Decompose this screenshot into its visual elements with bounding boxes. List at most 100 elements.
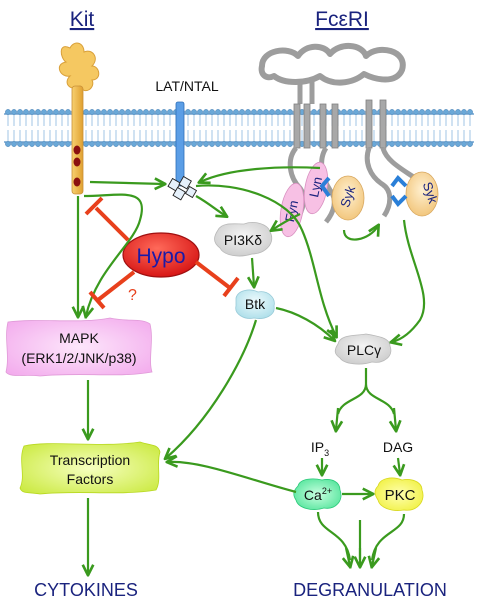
lipid-head-outer <box>23 109 29 115</box>
mapk-label-line2: (ERK1/2/JNK/p38) <box>21 350 136 366</box>
lipid-head-outer <box>131 109 137 115</box>
btk-label: Btk <box>245 296 266 312</box>
arrow-btk-to-plcg <box>275 306 334 340</box>
lipid-head-outer <box>311 109 317 115</box>
arrow-kit-to-lat <box>89 182 164 184</box>
lipid-head-outer <box>401 109 407 115</box>
lipid-head-outer <box>167 109 173 115</box>
syk-label-2: Syk <box>420 180 441 206</box>
inhibit-kit-bar <box>84 196 104 216</box>
lipid-head-inner <box>269 141 275 147</box>
lipid-head-inner <box>407 141 413 147</box>
lipid-head-inner <box>461 141 467 147</box>
lipid-head-inner <box>395 141 401 147</box>
lipid-head-outer <box>203 109 209 115</box>
lipid-head-outer <box>5 109 11 115</box>
lipid-head-inner <box>419 141 425 147</box>
lipid-head-outer <box>425 109 431 115</box>
arrow-pi3k-to-btk <box>252 257 254 286</box>
fyn-label: Fyn <box>282 199 301 223</box>
lipid-head-inner <box>149 141 155 147</box>
lipid-head-outer <box>443 109 449 115</box>
lipid-head-outer <box>215 109 221 115</box>
lipid-head-outer <box>53 109 59 115</box>
lipid-head-outer <box>101 109 107 115</box>
arrow-lat-to-pi3k <box>195 195 226 216</box>
lipid-head-outer <box>359 109 365 115</box>
lipid-head-inner <box>245 141 251 147</box>
lipid-head-inner <box>119 141 125 147</box>
lipid-head-inner <box>413 141 419 147</box>
plcg-node: PLCγ <box>334 333 392 365</box>
lipid-head-outer <box>161 109 167 115</box>
lipid-head-inner <box>443 141 449 147</box>
lipid-head-outer <box>89 109 95 115</box>
lipid-head-inner <box>5 141 11 147</box>
lipid-head-inner <box>221 141 227 147</box>
lipid-head-outer <box>149 109 155 115</box>
lyn-label: Lyn <box>306 175 325 198</box>
lipid-head-inner <box>185 141 191 147</box>
lipid-head-inner <box>455 141 461 147</box>
lipid-head-outer <box>431 109 437 115</box>
lipid-head-outer <box>341 109 347 115</box>
lipid-head-outer <box>239 109 245 115</box>
lipid-head-inner <box>263 141 269 147</box>
syk-label-1: Syk <box>337 184 358 210</box>
lipid-head-outer <box>17 109 23 115</box>
lipid-head-outer <box>29 109 35 115</box>
lipid-head-outer <box>119 109 125 115</box>
lipid-head-outer <box>137 109 143 115</box>
btk-node: Btk <box>235 289 275 319</box>
syk-kinase-2: Syk <box>405 171 441 217</box>
lipid-head-inner <box>29 141 35 147</box>
lipid-head-inner <box>11 141 17 147</box>
lipid-head-inner <box>257 141 263 147</box>
arrow-syk-to-plcg <box>392 219 426 342</box>
lipid-head-outer <box>257 109 263 115</box>
lipid-head-outer <box>455 109 461 115</box>
inhibit-btk-bar <box>222 276 240 298</box>
lipid-head-outer <box>227 109 233 115</box>
lipid-head-inner <box>113 141 119 147</box>
lipid-head-outer <box>95 109 101 115</box>
lipid-head-inner <box>425 141 431 147</box>
plcg-label: PLCγ <box>347 342 381 358</box>
lipid-head-outer <box>437 109 443 115</box>
degranulation-label: DEGRANULATION <box>293 580 447 600</box>
lipid-head-inner <box>155 141 161 147</box>
lipid-head-inner <box>167 141 173 147</box>
calcium-node: Ca2+ <box>293 478 342 510</box>
mapk-label-line1: MAPK <box>59 330 99 346</box>
lipid-head-outer <box>389 109 395 115</box>
lipid-head-inner <box>389 141 395 147</box>
inhibit-mapk-bar <box>88 290 106 310</box>
arrow-lyn-to-syk <box>342 226 378 241</box>
lipid-head-outer <box>11 109 17 115</box>
arrow-degranulation-left <box>346 547 350 566</box>
lipid-head-outer <box>125 109 131 115</box>
ip3-label: IP3 <box>311 439 329 458</box>
lipid-head-outer <box>395 109 401 115</box>
lipid-head-outer <box>221 109 227 115</box>
lipid-head-inner <box>311 141 317 147</box>
lipid-head-inner <box>23 141 29 147</box>
arrow-plcg-branch <box>336 368 396 415</box>
lipid-head-inner <box>239 141 245 147</box>
lipid-head-inner <box>131 141 137 147</box>
itam-motif-right <box>390 174 408 208</box>
kit-title: Kit <box>70 8 95 31</box>
lipid-head-outer <box>245 109 251 115</box>
arrow-lat-to-plcg <box>195 184 336 336</box>
activation-arrows <box>78 166 426 574</box>
lipid-head-outer <box>347 109 353 115</box>
lipid-head-inner <box>251 141 257 147</box>
lat-ntal-protein <box>167 101 198 201</box>
lipid-head-outer <box>197 109 203 115</box>
lipid-head-outer <box>353 109 359 115</box>
lipid-head-inner <box>215 141 221 147</box>
lipid-head-inner <box>431 141 437 147</box>
calcium-label: Ca2+ <box>304 486 332 503</box>
lat-ntal-label: LAT/NTAL <box>155 78 218 94</box>
arrow-degranulation-right <box>372 547 376 566</box>
